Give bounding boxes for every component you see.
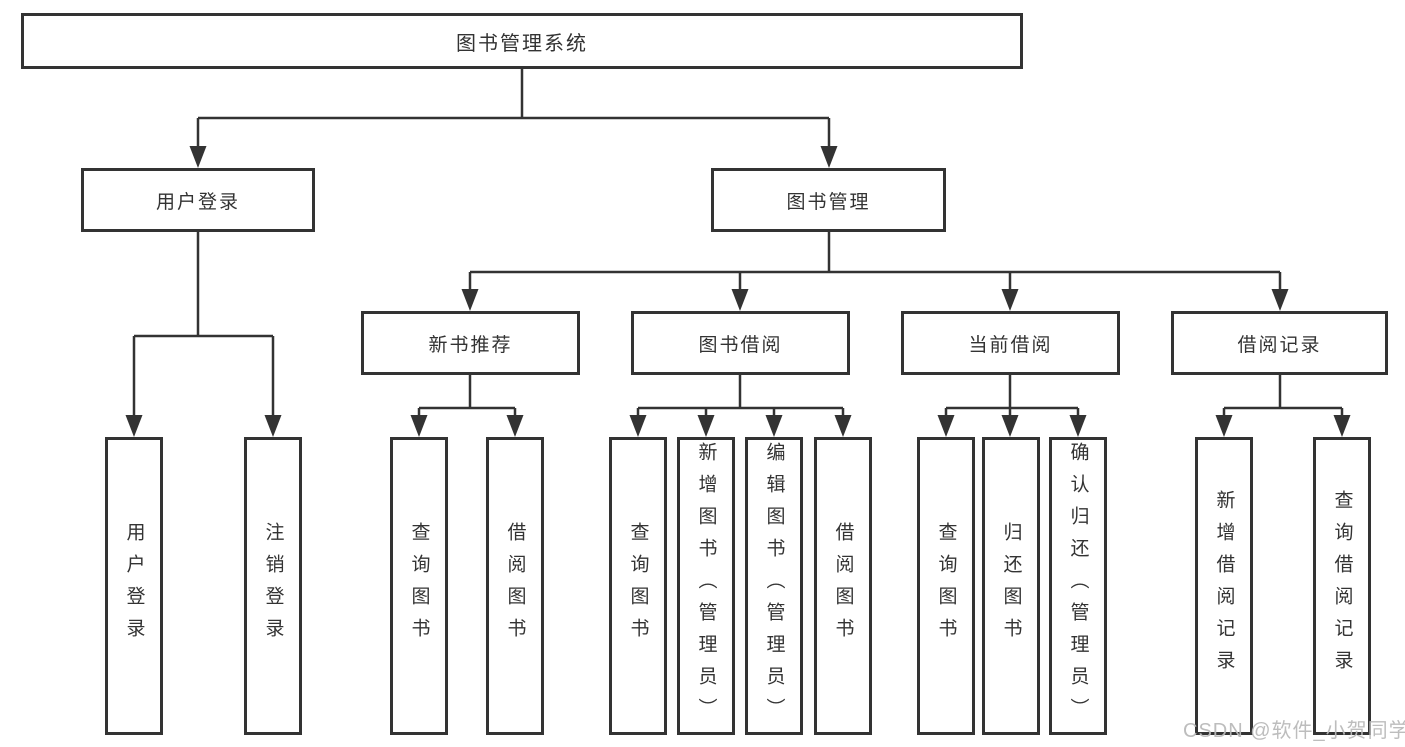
node-label: 借阅图书 bbox=[504, 522, 526, 650]
leaf-query-books-1: 查询图书 bbox=[390, 437, 448, 735]
node-label: 归还图书 bbox=[1000, 522, 1022, 650]
leaf-user-login: 用户登录 bbox=[105, 437, 163, 735]
node-label: 当前借阅 bbox=[968, 334, 1053, 356]
node-new-book-recommendation: 新书推荐 bbox=[361, 311, 580, 375]
node-borrowing-records: 借阅记录 bbox=[1171, 311, 1388, 375]
node-label: 新增借阅记录 bbox=[1213, 490, 1235, 682]
node-label: 查询图书 bbox=[935, 522, 957, 650]
node-label: 新书推荐 bbox=[428, 334, 513, 356]
node-library-management-system: 图书管理系统 bbox=[21, 13, 1023, 69]
node-label: 注销登录 bbox=[262, 522, 284, 650]
node-label: 用户登录 bbox=[123, 522, 145, 650]
csdn-watermark: CSDN @软件_小贺同学 bbox=[1183, 720, 1405, 742]
leaf-logout: 注销登录 bbox=[244, 437, 302, 735]
leaf-edit-books-admin: 编辑图书（管理员） bbox=[745, 437, 803, 735]
node-label: 编辑图书（管理员） bbox=[763, 442, 785, 730]
leaf-return-books: 归还图书 bbox=[982, 437, 1040, 735]
leaf-borrow-books-2: 借阅图书 bbox=[814, 437, 872, 735]
node-label: 确认归还（管理员） bbox=[1067, 442, 1089, 730]
node-label: 新增图书（管理员） bbox=[695, 442, 717, 730]
leaf-add-borrow-record: 新增借阅记录 bbox=[1195, 437, 1253, 735]
node-book-management-branch: 图书管理 bbox=[711, 168, 946, 232]
node-user-login-branch: 用户登录 bbox=[81, 168, 315, 232]
node-label: 借阅图书 bbox=[832, 522, 854, 650]
leaf-query-books-2: 查询图书 bbox=[609, 437, 667, 735]
node-label: 图书管理系统 bbox=[456, 32, 588, 55]
node-book-borrowing: 图书借阅 bbox=[631, 311, 850, 375]
leaf-confirm-return-admin: 确认归还（管理员） bbox=[1049, 437, 1107, 735]
node-label: 查询图书 bbox=[408, 522, 430, 650]
node-label: 查询借阅记录 bbox=[1331, 490, 1353, 682]
leaf-query-books-3: 查询图书 bbox=[917, 437, 975, 735]
leaf-borrow-books-1: 借阅图书 bbox=[486, 437, 544, 735]
node-label: 图书借阅 bbox=[698, 334, 783, 356]
leaf-add-books-admin: 新增图书（管理员） bbox=[677, 437, 735, 735]
node-current-borrowing: 当前借阅 bbox=[901, 311, 1120, 375]
node-label: 查询图书 bbox=[627, 522, 649, 650]
node-label: 图书管理 bbox=[786, 191, 871, 213]
node-label: 用户登录 bbox=[155, 191, 240, 213]
leaf-query-borrow-record: 查询借阅记录 bbox=[1313, 437, 1371, 735]
node-label: 借阅记录 bbox=[1237, 334, 1322, 356]
